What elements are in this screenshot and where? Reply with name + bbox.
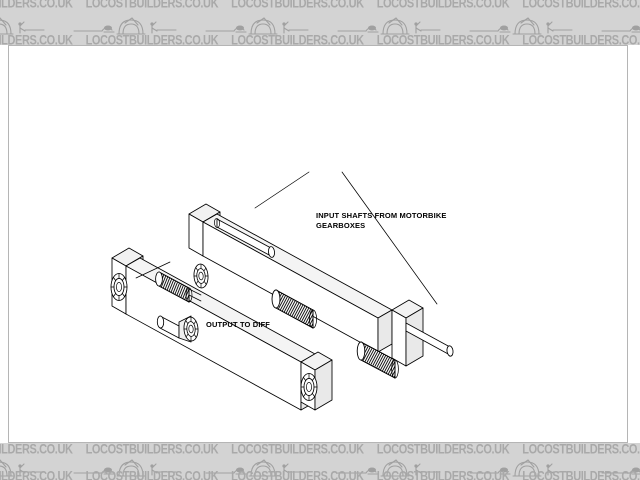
locost-car-silhouette-icon xyxy=(601,25,640,33)
leader-input-lower xyxy=(341,171,438,305)
locost-car-silhouette-icon xyxy=(469,459,573,477)
drawing-canvas: INPUT SHAFTS FROM MOTORBIKE GEARBOXES OU… xyxy=(8,45,628,443)
roller-bearing-front-upper xyxy=(110,273,128,301)
watermark-icon-row xyxy=(0,456,640,480)
internal-shaft-lines xyxy=(188,288,202,302)
watermark-car-icon xyxy=(336,456,442,480)
watermark-car-icon xyxy=(600,14,640,40)
watermark-text: LOCOSTBUILDERS.CO.UK xyxy=(85,443,219,457)
watermark-text-row: LOCOSTBUILDERS.CO.UK LOCOSTBUILDERS.CO.UK… xyxy=(0,469,640,480)
watermark-text: LOCOSTBUILDERS.CO.UK xyxy=(231,469,364,480)
leader-input-upper xyxy=(254,171,310,209)
locost-car-silhouette-icon xyxy=(205,17,309,35)
watermark-text: LOCOSTBUILDERS.CO.UK xyxy=(522,443,640,457)
roller-bearing-lower-right xyxy=(300,373,318,401)
watermark-text: LOCOSTBUILDERS.CO.UK xyxy=(522,33,640,45)
locost-car-silhouette-icon xyxy=(337,459,441,477)
locost-car-silhouette-icon xyxy=(337,17,441,35)
locost-car-silhouette-icon xyxy=(469,17,573,35)
watermark-car-icon xyxy=(204,456,310,480)
annotation-input-shafts-line1: INPUT SHAFTS FROM MOTORBIKE xyxy=(316,211,447,220)
splined-gear-center xyxy=(271,289,317,329)
locost-car-silhouette-icon xyxy=(73,459,177,477)
watermark-text: LOCOSTBUILDERS.CO.UK xyxy=(85,469,219,480)
watermark-car-icon xyxy=(468,14,574,40)
watermark-icon-row xyxy=(0,14,640,40)
watermark-text: LOCOSTBUILDERS.CO.UK xyxy=(0,0,73,11)
watermark-car-icon xyxy=(0,14,46,40)
watermark-car-icon xyxy=(600,456,640,480)
leader-lines xyxy=(135,171,438,305)
right-end-plate xyxy=(391,299,424,367)
watermark-car-icon xyxy=(0,456,46,480)
annotation-output-to-diff: OUTPUT TO DIFF xyxy=(206,320,270,330)
watermark-text: LOCOSTBUILDERS.CO.UK xyxy=(0,469,73,480)
locost-car-silhouette-icon xyxy=(73,17,177,35)
locost-car-silhouette-icon xyxy=(0,459,45,477)
watermark-band-top: LOCOSTBUILDERS.CO.UK LOCOSTBUILDERS.CO.UK… xyxy=(0,0,640,45)
locost-car-silhouette-icon xyxy=(0,17,45,35)
annotation-output-to-diff-line1: OUTPUT TO DIFF xyxy=(206,320,271,329)
input-shaft-stub-upper xyxy=(214,218,275,258)
annotation-input-shafts-line2: GEARBOXES xyxy=(316,221,366,230)
watermark-car-icon xyxy=(72,14,178,40)
watermark-text: LOCOSTBUILDERS.CO.UK xyxy=(376,33,510,45)
watermark-text: LOCOSTBUILDERS.CO.UK xyxy=(231,443,364,457)
leader-output xyxy=(135,261,171,279)
watermark-text: LOCOSTBUILDERS.CO.UK xyxy=(376,0,510,11)
splined-gear-lower-right xyxy=(356,341,399,379)
splined-gear-upper-left xyxy=(155,271,193,303)
watermark-text: LOCOSTBUILDERS.CO.UK xyxy=(376,469,510,480)
locost-car-silhouette-icon xyxy=(601,467,640,475)
gearbox-adapter-drawing xyxy=(110,171,454,411)
watermark-car-icon xyxy=(336,14,442,40)
watermark-car-icon xyxy=(204,14,310,40)
watermark-text: LOCOSTBUILDERS.CO.UK xyxy=(0,33,73,45)
watermark-text: LOCOSTBUILDERS.CO.UK xyxy=(231,33,364,45)
roller-bearing-output xyxy=(183,316,199,342)
watermark-text: LOCOSTBUILDERS.CO.UK xyxy=(231,0,364,11)
annotation-input-shafts: INPUT SHAFTS FROM MOTORBIKE GEARBOXES xyxy=(316,211,447,231)
watermark-strip: LOCOSTBUILDERS.CO.UK LOCOSTBUILDERS.CO.UK… xyxy=(0,0,640,45)
watermark-text: LOCOSTBUILDERS.CO.UK xyxy=(522,0,640,11)
locost-car-silhouette-icon xyxy=(205,459,309,477)
watermark-text: LOCOSTBUILDERS.CO.UK xyxy=(522,469,640,480)
watermark-car-icon xyxy=(468,456,574,480)
watermark-text-row: LOCOSTBUILDERS.CO.UK LOCOSTBUILDERS.CO.UK… xyxy=(0,0,640,11)
watermark-band-bottom: LOCOSTBUILDERS.CO.UK LOCOSTBUILDERS.CO.UK… xyxy=(0,443,640,480)
input-shaft-stub-lower xyxy=(405,322,454,357)
watermark-text: LOCOSTBUILDERS.CO.UK xyxy=(85,0,219,11)
roller-bearing-upper-rail xyxy=(193,263,209,289)
watermark-text: LOCOSTBUILDERS.CO.UK xyxy=(376,443,510,457)
watermark-strip: LOCOSTBUILDERS.CO.UK LOCOSTBUILDERS.CO.UK… xyxy=(0,443,640,480)
watermark-text-row: LOCOSTBUILDERS.CO.UK LOCOSTBUILDERS.CO.UK… xyxy=(0,33,640,45)
watermark-text: LOCOSTBUILDERS.CO.UK xyxy=(0,443,73,457)
watermark-text: LOCOSTBUILDERS.CO.UK xyxy=(85,33,219,45)
watermark-car-icon xyxy=(72,456,178,480)
watermark-text-row: LOCOSTBUILDERS.CO.UK LOCOSTBUILDERS.CO.UK… xyxy=(0,443,640,457)
